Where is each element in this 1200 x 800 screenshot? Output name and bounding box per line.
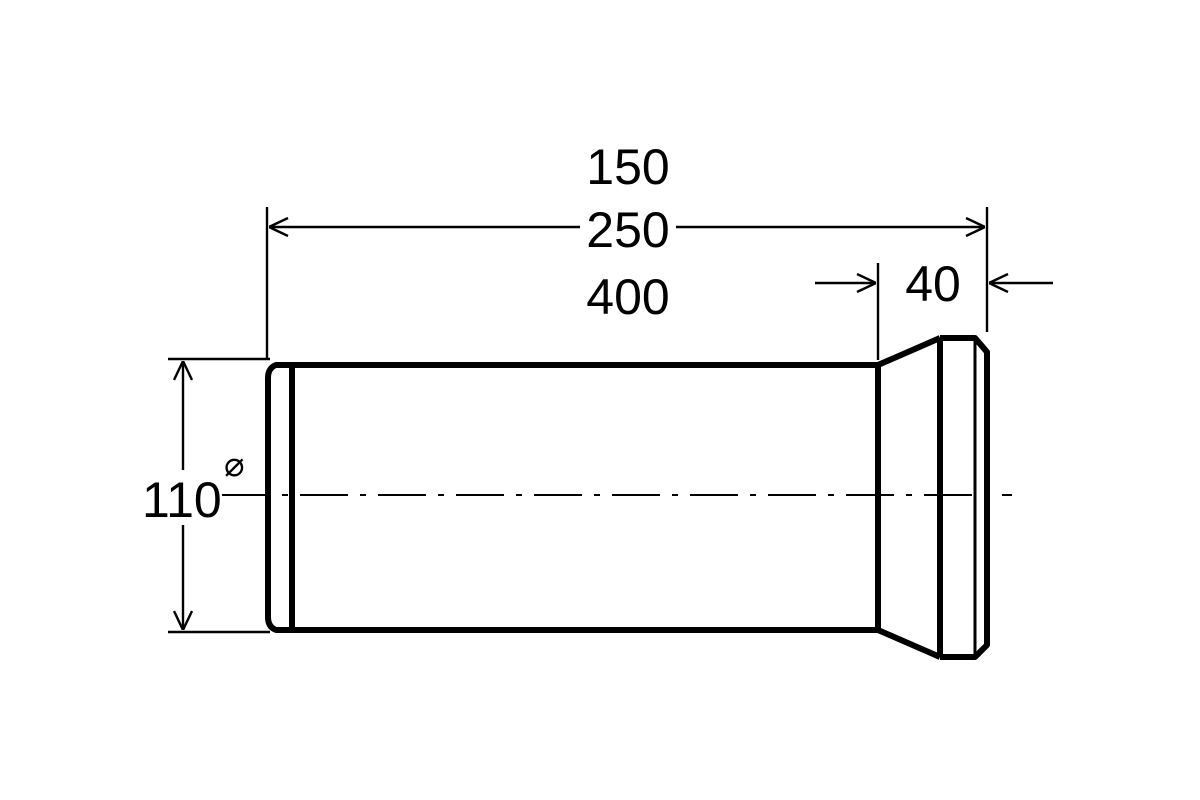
diameter-dimension bbox=[168, 357, 270, 634]
socket-flare-top bbox=[876, 335, 942, 368]
socket-dimension bbox=[815, 263, 1053, 360]
socket-length-label: 40 bbox=[905, 256, 961, 312]
spigot-end bbox=[265, 362, 292, 633]
diameter-symbol-icon: ⌀ bbox=[224, 445, 244, 485]
length-label-2: 250 bbox=[586, 202, 669, 258]
socket-collar bbox=[940, 335, 990, 660]
length-label-3: 400 bbox=[586, 269, 669, 325]
length-dimension bbox=[265, 207, 989, 360]
diameter-label: 110 bbox=[142, 472, 222, 528]
length-label-1: 150 bbox=[586, 139, 669, 195]
socket-flare-bottom bbox=[876, 627, 942, 660]
pipe-body bbox=[265, 335, 990, 660]
